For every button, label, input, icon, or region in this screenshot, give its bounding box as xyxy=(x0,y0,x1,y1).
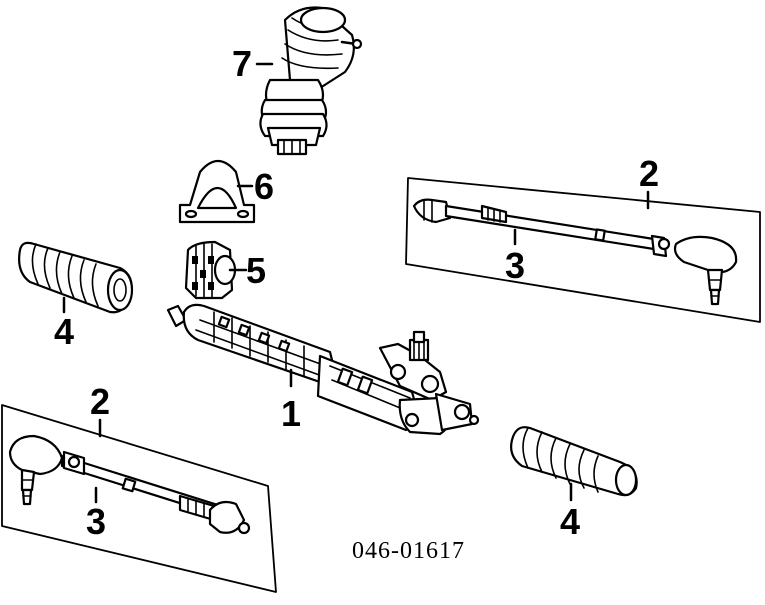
tie-rod-panel-left xyxy=(1,404,277,593)
tie-rod-panel-right xyxy=(405,177,761,323)
boot-left-part xyxy=(18,241,134,314)
bushing-part xyxy=(184,240,248,300)
callout-tie-rod-assembly-left: 2 xyxy=(90,381,110,422)
mount-bracket-part xyxy=(178,159,256,224)
boot-right-part xyxy=(510,426,638,502)
callout-inner-tie-rod-right: 3 xyxy=(505,245,525,286)
tie-rod-right-part xyxy=(412,198,738,306)
tie-rod-left-part xyxy=(8,434,251,535)
callout-tie-rod-assembly-right: 2 xyxy=(639,153,659,194)
callout-steering-gear: 1 xyxy=(281,393,301,434)
diagram-number: 046-01617 xyxy=(352,538,465,564)
callout-shaft-boot: 7 xyxy=(232,43,252,84)
callout-boot-right: 4 xyxy=(560,501,580,542)
callout-mount-bracket: 6 xyxy=(254,166,274,207)
callout-boot-left: 4 xyxy=(54,311,74,352)
shaft-boot-part xyxy=(255,6,363,156)
steering-gear-part xyxy=(166,303,480,436)
callout-inner-tie-rod-left: 3 xyxy=(86,501,106,542)
callout-bushing: 5 xyxy=(246,250,266,291)
